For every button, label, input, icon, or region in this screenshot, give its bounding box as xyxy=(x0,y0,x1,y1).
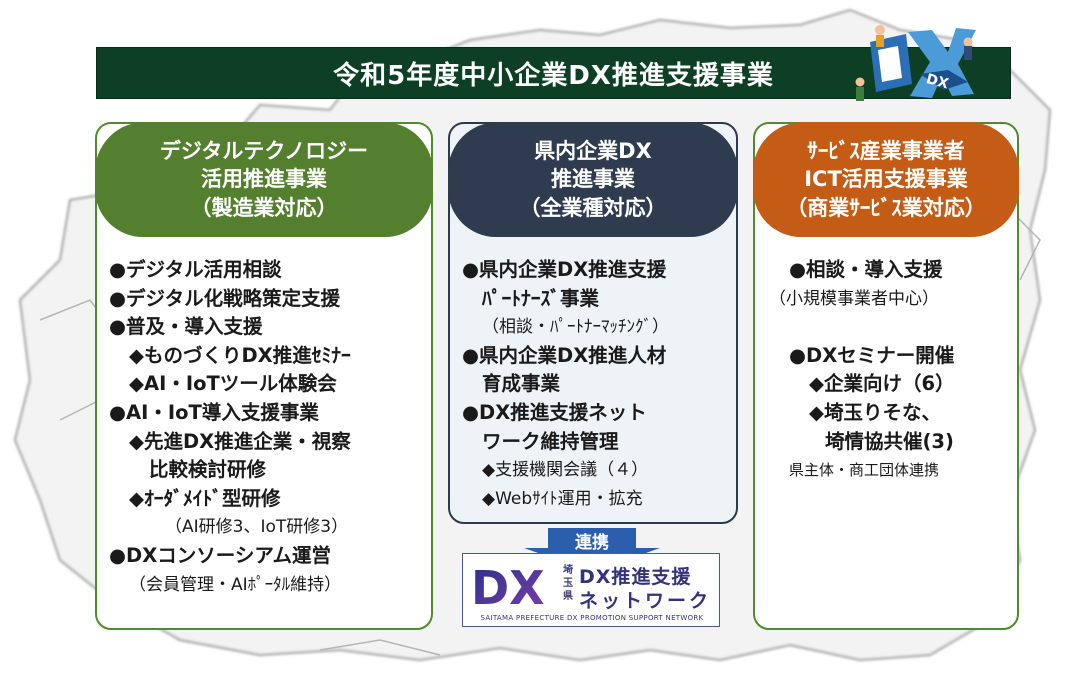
list-subitem: ◆埼玉りそな、 xyxy=(809,400,941,424)
card-left-header: デジタルテクノロジー 活用推進事業 （製造業対応） xyxy=(95,122,433,237)
list-item-cont: 育成事業 xyxy=(482,372,561,396)
list-subitem-cont: 比較検討研修 xyxy=(149,458,267,482)
card-center-head-line2: 推進事業 xyxy=(551,167,635,192)
card-digital-technology: デジタルテクノロジー 活用推進事業 （製造業対応） ●デジタル活用相談 ●デジタ… xyxy=(95,122,433,630)
list-subitem: ◆Webｻｲﾄ運用・拡充 xyxy=(482,488,643,509)
list-subitem: ◆ものづくりDX推進ｾﾐﾅｰ xyxy=(129,343,351,367)
dx-people-illustration-icon: DX xyxy=(855,25,976,101)
pref-char: 埼 xyxy=(563,565,573,576)
list-item: ●相談・導入支援 xyxy=(789,258,943,281)
dx-support-network-logo: DX 埼 玉 県 DX推進支援 ネットワーク SAITAMA PREFECTUR… xyxy=(462,553,720,627)
list-item: ●デジタル活用相談 xyxy=(109,258,282,281)
list-item: ●AI・IoT導入支援事業 xyxy=(109,400,319,424)
card-left-head-line1: デジタルテクノロジー xyxy=(159,138,369,163)
list-item: ●DXコンソーシアム運営 xyxy=(109,543,331,567)
list-note: 県主体・商工団体連携 xyxy=(789,461,940,480)
list-subitem-cont: 埼情協共催(3) xyxy=(825,429,954,453)
card-center-head-line1: 県内企業DX xyxy=(534,138,652,163)
list-item: ●DXセミナー開催 xyxy=(789,343,955,367)
list-subitem: ◆支援機関会議（４） xyxy=(482,460,649,481)
list-item: ●DX推進支援ネット xyxy=(462,400,647,424)
card-right-head-line1: ｻｰﾋﾞｽ産業事業者 xyxy=(807,138,965,163)
card-prefectural-dx: 県内企業DX 推進事業 （全業種対応） ●県内企業DX推進支援 ﾊﾟｰﾄﾅｰｽﾞ… xyxy=(448,122,738,524)
card-right-header: ｻｰﾋﾞｽ産業事業者 ICT活用支援事業 （商業ｻｰﾋﾞｽ業対応） xyxy=(753,122,1019,237)
pref-char: 玉 xyxy=(563,578,573,589)
card-right-head-line2: ICT活用支援事業 xyxy=(804,167,968,192)
network-title-line2: ネットワーク xyxy=(579,590,712,612)
link-label: 連携 xyxy=(575,533,609,553)
link-arrow-icon xyxy=(524,528,660,572)
card-left-head-line3: （製造業対応） xyxy=(190,195,338,220)
list-item: ●デジタル化戦略策定支援 xyxy=(109,286,341,310)
card-center-head-line3: （全業種対応） xyxy=(519,195,667,220)
list-subitem: ◆企業向け（6） xyxy=(809,372,955,396)
network-title-line1: DX推進支援 xyxy=(579,566,692,588)
list-subitem: ◆ｵｰﾀﾞﾒｲﾄﾞ型研修 xyxy=(129,486,281,510)
card-left-head-line2: 活用推進事業 xyxy=(201,167,327,192)
card-right-list: ●相談・導入支援 （小規模事業者中心） ●DXセミナー開催 ◆企業向け（6） ◆… xyxy=(769,256,1019,485)
card-service-ict: ｻｰﾋﾞｽ産業事業者 ICT活用支援事業 （商業ｻｰﾋﾞｽ業対応） ●相談・導入… xyxy=(753,122,1019,630)
network-subtitle: SAITAMA PREFECTURE DX PROMOTION SUPPORT … xyxy=(480,614,704,622)
list-note: （小規模事業者中心） xyxy=(769,288,939,309)
list-note: （AI研修3、IoT研修3） xyxy=(165,517,349,538)
list-note: （相談・ﾊﾟｰﾄﾅｰﾏｯﾁﾝｸﾞ） xyxy=(482,317,669,338)
card-right-head-line3: （商業ｻｰﾋﾞｽ業対応） xyxy=(786,195,986,220)
list-item-cont: ﾊﾟｰﾄﾅｰｽﾞ事業 xyxy=(482,286,600,310)
network-mark-text: DX xyxy=(471,561,545,610)
list-note: （会員管理・AIﾎﾟｰﾀﾙ維持） xyxy=(129,574,342,595)
corner-logo-text: DX xyxy=(924,71,950,92)
network-prefecture-label: 埼 玉 県 xyxy=(561,564,575,603)
card-center-list: ●県内企業DX推進支援 ﾊﾟｰﾄﾅｰｽﾞ事業 （相談・ﾊﾟｰﾄﾅｰﾏｯﾁﾝｸﾞ）… xyxy=(462,256,734,513)
list-item: ●県内企業DX推進支援 xyxy=(462,258,667,281)
list-subitem: ◆AI・IoTツール体験会 xyxy=(129,372,337,396)
list-item: ●県内企業DX推進人材 xyxy=(462,343,667,367)
list-spacer xyxy=(769,313,1019,342)
list-item: ●普及・導入支援 xyxy=(109,315,263,339)
list-item-cont: ワーク維持管理 xyxy=(482,429,619,453)
card-center-header: 県内企業DX 推進事業 （全業種対応） xyxy=(448,122,738,237)
network-dx-mark-icon: DX xyxy=(471,561,545,610)
card-left-list: ●デジタル活用相談 ●デジタル化戦略策定支援 ●普及・導入支援 ◆ものづくりDX… xyxy=(109,256,429,599)
pref-char: 県 xyxy=(563,591,573,602)
list-subitem: ◆先進DX推進企業・視察 xyxy=(129,429,351,453)
